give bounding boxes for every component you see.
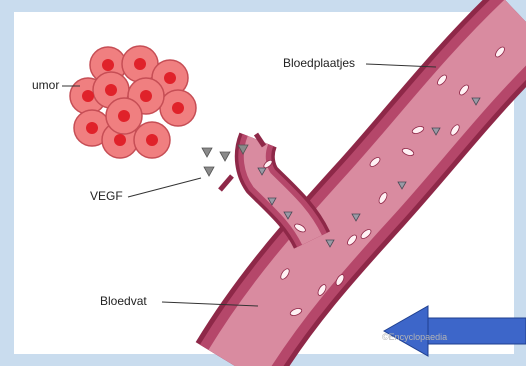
platelets-label: Bloedplaatjes [283,56,355,70]
tumor-nucleus [118,110,130,122]
tumor-label: umor [32,78,59,92]
tumor-nucleus [172,102,184,114]
vegf-leader-line [128,178,201,197]
vessel-label: Bloedvat [100,294,147,308]
tumor-nucleus [140,90,152,102]
vegf-particle [220,152,230,161]
tumor-cluster [70,46,196,158]
tumor-nucleus [164,72,176,84]
vegf-label: VEGF [90,189,123,203]
vegf-particle [204,167,214,176]
vegf-particle [202,148,212,157]
tumor-nucleus [105,84,117,96]
tumor-nucleus [86,122,98,134]
tumor-nucleus [146,134,158,146]
watermark-text: ©Encyclopaedia [382,332,447,342]
pointer-arrow [384,306,526,356]
tumor-nucleus [114,134,126,146]
branch-tip-left [220,176,232,190]
tumor-nucleus [134,58,146,70]
tumor-nucleus [102,59,114,71]
tumor-nucleus [82,90,94,102]
